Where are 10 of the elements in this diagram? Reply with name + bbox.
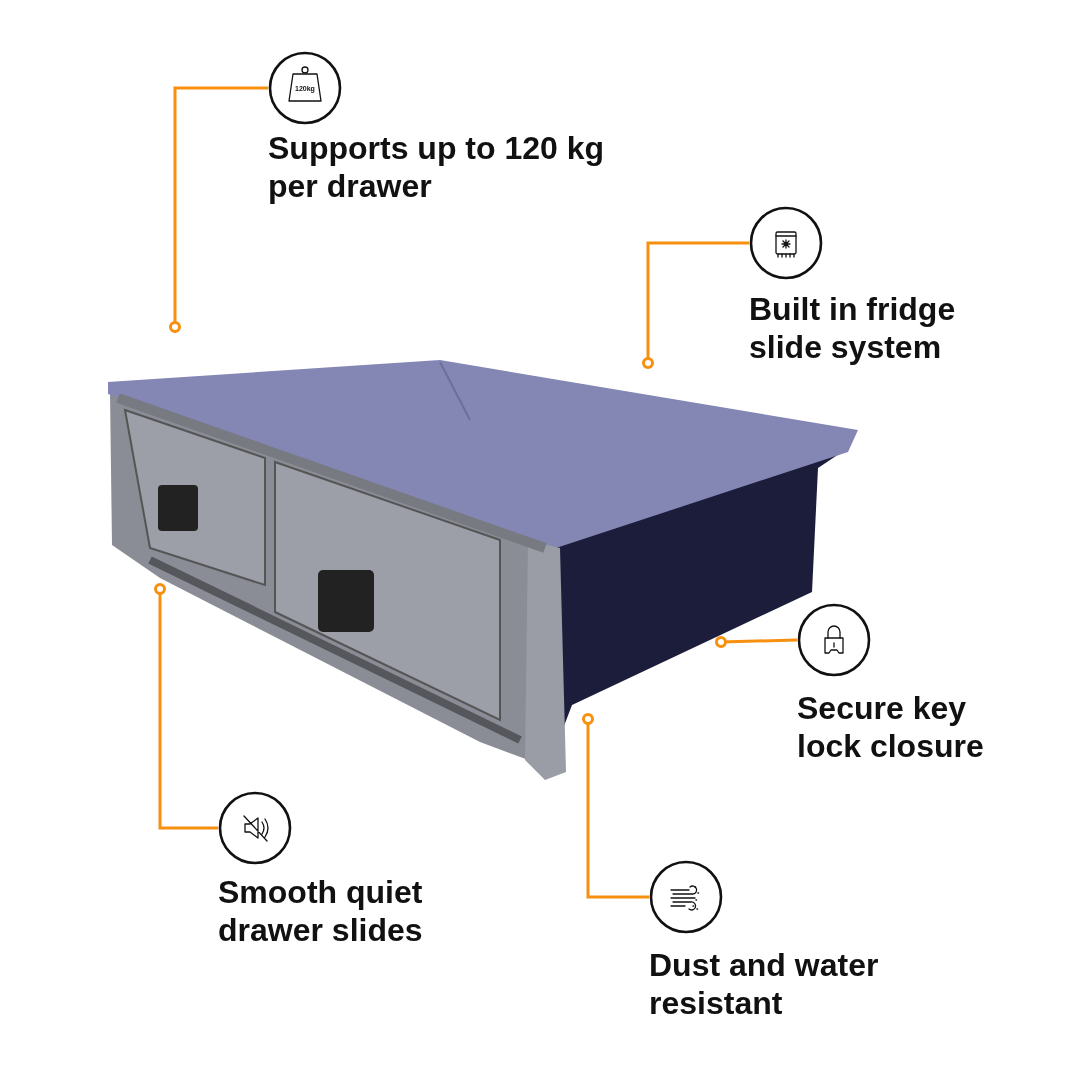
leader-line (154, 583, 218, 830)
feature-text: Dust and water resistant (649, 946, 880, 1022)
leader-line (642, 241, 749, 369)
feature-text: Secure key lock closure (797, 689, 985, 765)
feature-text: Built in fridge slide system (749, 290, 957, 366)
leader-line (715, 636, 798, 648)
feature-text: Supports up to 120 kg per drawer (268, 129, 606, 205)
leader-line (582, 713, 649, 899)
leader-line (169, 86, 268, 333)
feature-text: Smooth quiet drawer slides (218, 873, 424, 949)
